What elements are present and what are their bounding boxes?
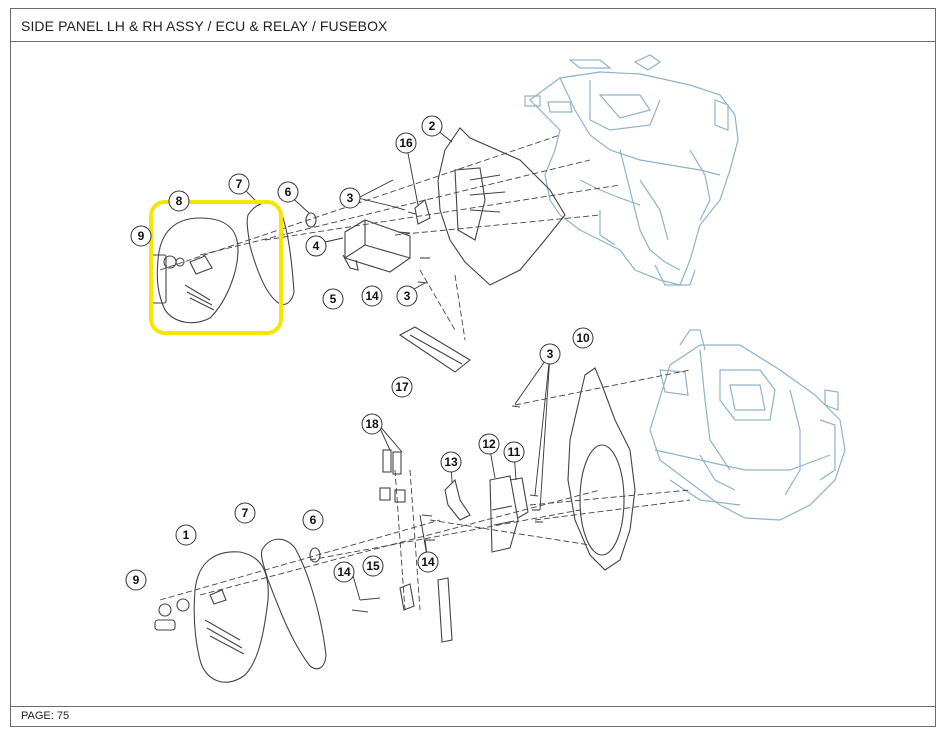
callout-7b[interactable]: 7 — [234, 502, 256, 524]
callout-18[interactable]: 18 — [361, 413, 383, 435]
svg-text:5: 5 — [330, 292, 337, 306]
callout-8[interactable]: 8 — [168, 190, 190, 212]
seal-ring-upper — [246, 202, 295, 306]
svg-text:3: 3 — [404, 289, 411, 303]
callout-3b[interactable]: 3 — [396, 285, 418, 307]
callout-6a[interactable]: 6 — [277, 181, 299, 203]
svg-text:7: 7 — [242, 506, 249, 520]
svg-text:13: 13 — [444, 455, 458, 469]
callout-16[interactable]: 16 — [395, 132, 417, 154]
svg-text:9: 9 — [138, 229, 145, 243]
svg-text:14: 14 — [337, 565, 351, 579]
svg-text:14: 14 — [365, 289, 379, 303]
svg-text:4: 4 — [313, 239, 320, 253]
svg-text:11: 11 — [508, 445, 521, 459]
callout-14c[interactable]: 14 — [333, 561, 355, 583]
screw-set-upper — [394, 206, 430, 284]
callout-7a[interactable]: 7 — [228, 173, 250, 195]
svg-text:7: 7 — [236, 177, 243, 191]
page-number: PAGE: 75 — [21, 710, 70, 722]
svg-text:3: 3 — [547, 347, 554, 361]
lower-frame-illustration — [649, 329, 846, 521]
header-bar: SIDE PANEL LH & RH ASSY / ECU & RELAY / … — [11, 9, 935, 42]
svg-text:3: 3 — [347, 191, 354, 205]
side-panel-lh — [156, 217, 239, 324]
exploded-parts-diagram: 1 2 3 3 3 4 5 6 6 7 7 8 9 9 10 11 12 13 … — [125, 54, 846, 683]
svg-text:6: 6 — [285, 185, 292, 199]
callout-2[interactable]: 2 — [421, 115, 443, 137]
side-cover-upper — [437, 127, 566, 286]
callout-10[interactable]: 10 — [572, 327, 594, 349]
svg-text:15: 15 — [366, 559, 380, 573]
assembly-guide-lines — [159, 134, 691, 611]
svg-text:18: 18 — [365, 417, 379, 431]
callout-15[interactable]: 15 — [362, 555, 384, 577]
callout-11[interactable]: 11 — [503, 441, 525, 463]
rear-fuse-panel — [567, 367, 636, 571]
seal-ring-lower — [260, 538, 327, 670]
ecu-module — [489, 475, 519, 553]
callout-3c[interactable]: 3 — [539, 343, 561, 365]
svg-text:17: 17 — [395, 380, 409, 394]
page-title: SIDE PANEL LH & RH ASSY / ECU & RELAY / … — [21, 18, 388, 34]
callout-12[interactable]: 12 — [478, 433, 500, 455]
connector-set — [379, 449, 406, 503]
callout-13[interactable]: 13 — [440, 451, 462, 473]
svg-text:12: 12 — [482, 437, 496, 451]
callouts: 1 2 3 3 3 4 5 6 6 7 7 8 9 9 10 11 12 13 … — [125, 115, 594, 591]
side-panel-rh — [193, 551, 269, 683]
callout-4[interactable]: 4 — [305, 235, 327, 257]
callout-5[interactable]: 5 — [322, 288, 344, 310]
callout-14b[interactable]: 14 — [417, 551, 439, 573]
callout-9a[interactable]: 9 — [130, 225, 152, 247]
callout-3a[interactable]: 3 — [339, 187, 361, 209]
svg-text:8: 8 — [176, 194, 183, 208]
svg-text:9: 9 — [133, 573, 140, 587]
highlight-box — [149, 200, 283, 335]
upper-assembly-parts — [151, 127, 566, 373]
callout-9b[interactable]: 9 — [125, 569, 147, 591]
svg-text:2: 2 — [429, 119, 436, 133]
callout-6b[interactable]: 6 — [302, 509, 324, 531]
lower-assembly-parts — [154, 367, 636, 683]
diagram-frame: SIDE PANEL LH & RH ASSY / ECU & RELAY / … — [10, 8, 936, 727]
callout-14a[interactable]: 14 — [361, 285, 383, 307]
svg-text:10: 10 — [576, 331, 590, 345]
svg-text:1: 1 — [183, 528, 190, 542]
callout-17[interactable]: 17 — [391, 376, 413, 398]
svg-text:6: 6 — [310, 513, 317, 527]
svg-text:14: 14 — [421, 555, 435, 569]
tool-kit — [344, 219, 411, 273]
upper-frame-illustration — [524, 54, 739, 286]
footer-divider — [10, 706, 936, 707]
svg-text:16: 16 — [399, 136, 413, 150]
callout-1[interactable]: 1 — [175, 524, 197, 546]
label-plate — [398, 326, 471, 373]
